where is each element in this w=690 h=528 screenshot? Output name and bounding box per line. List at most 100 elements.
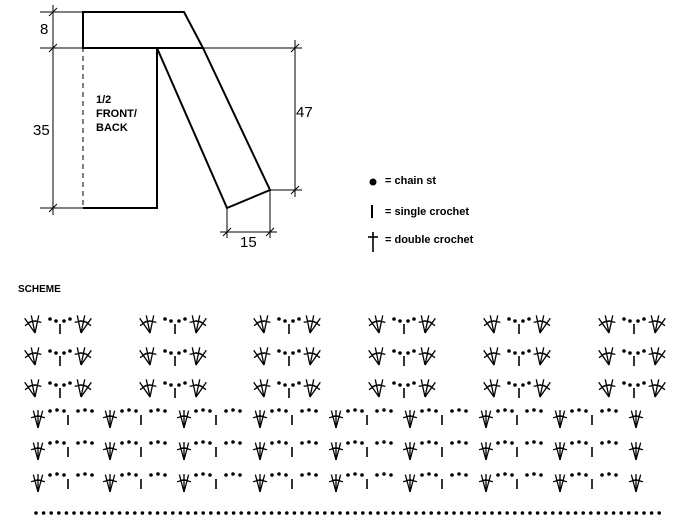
chain-stitch-dot <box>573 511 578 515</box>
chain-stitch-dot <box>496 409 500 413</box>
chain-stitch-dot <box>163 317 167 321</box>
chain-stitch-dot <box>48 381 52 385</box>
chain-stitch-dot <box>510 473 514 477</box>
chain-stitch-dot <box>156 408 160 412</box>
double-crochet-stitch <box>309 381 321 398</box>
chain-stitch-dot <box>589 511 593 515</box>
double-crochet-stitch <box>309 317 321 334</box>
double-crochet-crossbar <box>84 320 92 327</box>
double-crochet-stitch <box>80 317 92 334</box>
chain-stitch-dot <box>457 472 461 476</box>
dimension-height: 35 <box>33 122 50 139</box>
double-crochet-stitch <box>409 410 416 429</box>
double-crochet-stitch <box>37 474 44 493</box>
double-crochet-stitch <box>480 474 487 493</box>
double-crochet-crossbar <box>33 384 42 388</box>
chain-stitch-dot <box>270 409 274 413</box>
legend-single-crochet: = single crochet <box>385 206 470 218</box>
double-crochet-stitch <box>368 381 380 398</box>
chain-stitch-dot <box>300 511 304 515</box>
chain-stitch-dot <box>450 441 454 445</box>
double-crochet-crossbar <box>484 415 494 419</box>
double-crochet-stitch <box>650 347 656 366</box>
double-crochet-stitch <box>183 474 190 493</box>
double-crochet-crossbar <box>377 384 386 388</box>
double-crochet-stitch <box>195 349 207 366</box>
double-crochet-stitch <box>598 349 610 366</box>
double-crochet-crossbar <box>428 352 436 359</box>
double-crochet-crossbar <box>492 320 501 324</box>
chain-stitch-dot <box>535 511 540 515</box>
double-crochet-stitch <box>145 347 151 366</box>
chain-stitch-dot <box>62 383 66 387</box>
chain-stitch-dot <box>54 351 58 355</box>
double-crochet-stitch <box>263 315 269 334</box>
chain-stitch-dot <box>570 441 574 445</box>
chain-stitch-dot <box>360 473 364 477</box>
chain-stitch-dot <box>231 511 236 515</box>
chain-stitch-dot <box>178 511 183 515</box>
double-crochet-crossbar <box>634 447 644 451</box>
chain-stitch-dot <box>614 473 618 477</box>
chain-stitch-dot <box>507 349 511 353</box>
chain-stitch-dot <box>231 440 235 444</box>
chain-stitch-dot <box>307 472 311 476</box>
double-crochet-crossbar <box>634 479 644 483</box>
double-crochet-stitch <box>330 442 337 461</box>
double-crochet-crossbar <box>607 384 616 388</box>
double-crochet-crossbar <box>428 320 436 327</box>
chain-stitch-dot <box>596 511 601 515</box>
chain-stitch-dot <box>353 440 357 444</box>
chain-stitch-dot <box>525 473 529 477</box>
chain-stitch-dot <box>171 511 175 515</box>
chain-stitch-dot <box>68 381 72 385</box>
double-crochet-stitch <box>37 442 44 461</box>
chain-stitch-dot <box>55 472 59 476</box>
double-crochet-stitch <box>539 317 551 334</box>
chain-stitch-dot <box>149 409 153 413</box>
chain-stitch-dot <box>277 349 281 353</box>
chain-stitch-dot <box>177 351 181 355</box>
chain-stitch-dot <box>270 441 274 445</box>
double-crochet-stitch <box>650 315 656 334</box>
chain-stitch-dot <box>614 409 618 413</box>
chain-stitch-dot <box>283 319 287 323</box>
double-crochet-crossbar <box>148 320 157 324</box>
chain-stitch-dot <box>238 473 242 477</box>
chain-stitch-dot <box>183 349 187 353</box>
double-crochet-crossbar <box>558 479 568 483</box>
chain-stitch-dot <box>149 441 153 445</box>
double-crochet-stitch <box>635 410 642 429</box>
chain-stitch-dot <box>634 511 639 515</box>
double-crochet-stitch <box>34 347 40 366</box>
chain-stitch-dot <box>622 317 626 321</box>
double-crochet-stitch <box>104 474 111 493</box>
double-crochet-stitch <box>630 474 637 493</box>
chain-stitch-dot <box>353 472 357 476</box>
double-crochet-stitch <box>309 379 315 398</box>
chain-stitch-dot <box>389 473 393 477</box>
chain-stitch-dot <box>194 441 198 445</box>
piece-label-line-2: FRONT/ <box>96 108 137 120</box>
double-crochet-stitch <box>554 410 561 429</box>
chain-stitch-dot <box>622 381 626 385</box>
chain-stitch-dot <box>636 351 640 355</box>
chain-stitch-dot <box>79 511 84 515</box>
chain-stitch-dot <box>642 511 646 515</box>
double-crochet-stitch <box>309 347 315 366</box>
chain-stitch-dot <box>414 511 418 515</box>
chain-stitch-dot <box>297 317 301 321</box>
chain-stitch-dot <box>285 511 289 515</box>
chain-stitch-dot <box>539 473 543 477</box>
double-crochet-cross-icon <box>368 232 378 252</box>
double-crochet-stitch <box>378 379 384 398</box>
chain-stitch-dot <box>163 381 167 385</box>
chain-stitch-dot <box>383 511 388 515</box>
double-crochet-crossbar <box>199 320 207 327</box>
double-crochet-stitch <box>424 349 436 366</box>
chain-stitch-dot <box>457 440 461 444</box>
double-crochet-stitch <box>195 347 201 366</box>
double-crochet-stitch <box>330 410 337 429</box>
